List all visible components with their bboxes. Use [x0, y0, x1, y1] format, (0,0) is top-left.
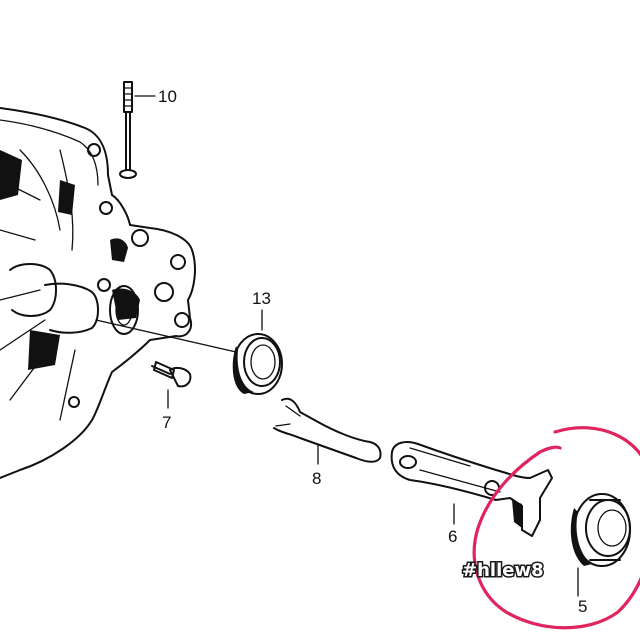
- label-part-7: 7: [162, 413, 171, 432]
- part-13-oil-seal: [95, 309, 283, 395]
- part-8-spring-clip: [273, 397, 382, 465]
- label-part-6: 6: [448, 527, 457, 546]
- part-6-release-fork: [390, 441, 553, 537]
- clutch-housing: [0, 107, 196, 479]
- label-part-13: 13: [252, 289, 271, 308]
- highlight-circle: [472, 426, 640, 630]
- part-5-release-bearing: [570, 493, 631, 597]
- label-part-8: 8: [312, 469, 321, 488]
- part-10-stud: [119, 81, 156, 179]
- label-part-10: 10: [158, 87, 177, 106]
- watermark-text: #hllew8: [462, 560, 544, 581]
- label-part-5: 5: [578, 597, 587, 616]
- part-7-bolt: [151, 361, 192, 409]
